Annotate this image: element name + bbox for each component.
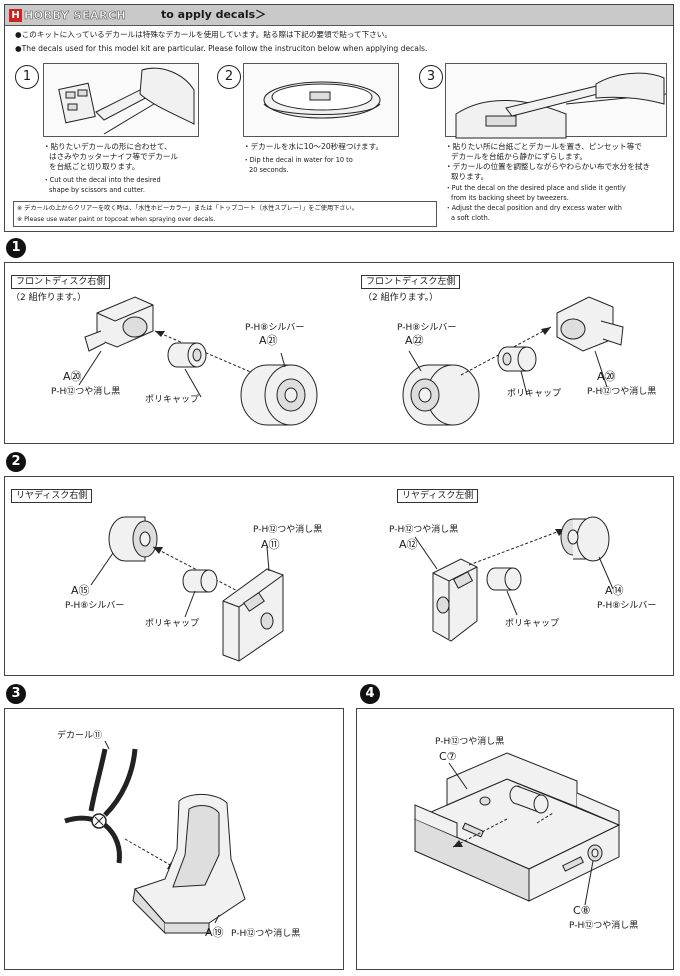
step-1-left-header: フロントディスク右側 xyxy=(11,275,111,290)
decal-step-1-jp-3: を台紙ごと切り取ります。 xyxy=(49,162,140,171)
decal-step-2-jp-1: ・デカールを水に10〜20秒程つけます。 xyxy=(243,142,384,151)
decal-step-2-illustration xyxy=(243,63,399,137)
step-1-right-part-a: A㉒ xyxy=(405,334,424,347)
step-1-right-polycap: ポリキャップ xyxy=(507,389,562,399)
step-4-part-bottom: C⑧ xyxy=(573,904,591,917)
step-2-left-header: リヤディスク右側 xyxy=(11,489,93,504)
step-2-right-paint-b: P-H⑧シルバー xyxy=(597,601,657,611)
decal-step-2-en-2: 20 seconds. xyxy=(249,166,289,174)
decal-step-1-number: 1 xyxy=(15,65,39,89)
decal-step-2-en-1: ・Dip the decal in water for 10 to xyxy=(243,156,353,164)
decal-intro-jp: ●このキットに入っているデカールは特殊なデカールを使用しています。貼る際は下記の… xyxy=(15,30,392,39)
decal-step-3-en-1: ・Put the decal on the desired place and … xyxy=(445,184,626,192)
seat-mount-frame-diagram xyxy=(413,752,621,906)
decal-step-3-en-2: from its backing sheet by tweezers. xyxy=(451,194,569,202)
step-4-part-top: C⑦ xyxy=(439,750,457,763)
logo-text: HOBBY SEARCH xyxy=(24,8,127,22)
step-1-left-polycap: ポリキャップ xyxy=(145,395,200,405)
applying-decal-illustration xyxy=(455,72,667,139)
decal-step-3-illustration xyxy=(445,63,667,139)
step-3-paint: P-H⑫つや消し黒 xyxy=(231,929,301,939)
seat-diagram xyxy=(64,740,246,935)
decal-note-jp: ※ デカールの上からクリアーを吹く時は、「水性ホビーカラー」または「トップコート… xyxy=(17,205,358,212)
step-1-left-part-a: A⑳ xyxy=(63,370,82,383)
step-4-panel: P-H⑫つや消し黒 C⑦ C⑧ P-H⑫つや消し黒 xyxy=(356,708,674,970)
rear-disc-left-diagram xyxy=(414,516,614,642)
decal-step-3-number: 3 xyxy=(419,65,443,89)
front-disc-left-diagram xyxy=(402,296,624,426)
decal-step-1-en-2: shape by scissors and cutter. xyxy=(49,186,145,194)
decal-step-3-jp-4: 取ります。 xyxy=(451,172,489,181)
step-2-left-part-a: A⑪ xyxy=(261,538,280,551)
logo-mark-icon: H xyxy=(9,8,22,22)
water-dish-illustration xyxy=(263,81,381,119)
step-1-number: 1 xyxy=(6,238,26,258)
front-disc-right-diagram xyxy=(78,296,318,426)
step-1-left-paint-b: P-H⑧シルバー xyxy=(245,323,305,333)
logo: H HOBBY SEARCH xyxy=(9,8,126,22)
decal-title: to apply decals＞ xyxy=(161,8,267,21)
step-3-number: 3 xyxy=(6,684,26,704)
step-2-number: 2 xyxy=(6,452,26,472)
decal-intro-en: ●The decals used for this model kit are … xyxy=(15,44,428,53)
step-2-left-paint-b: P-H⑧シルバー xyxy=(65,601,125,611)
step-1-right-paint-a: P-H⑧シルバー xyxy=(397,323,457,333)
decal-step-3-jp-3: ・デカールの位置を調整しながらやわらかい布で水分を拭き xyxy=(445,162,651,171)
cutting-decal-illustration xyxy=(58,67,195,135)
step-2-right-part-b: A⑭ xyxy=(605,584,624,597)
step-4-number: 4 xyxy=(360,684,380,704)
decal-step-3-jp-1: ・貼りたい所に台紙ごとデカールを置き、ピンセット等で xyxy=(445,142,642,151)
step-2-left-paint-a: P-H⑫つや消し黒 xyxy=(253,525,323,535)
step-3-panel: デカール⑪ A⑲ P-H⑫つや消し黒 xyxy=(4,708,344,970)
step-2-right-part-a: A⑫ xyxy=(399,538,418,551)
step-2-left-part-b: A⑮ xyxy=(71,584,90,597)
decal-section: H HOBBY SEARCH to apply decals＞ ●このキットに入… xyxy=(4,4,674,232)
decal-step-3-jp-2: デカールを台紙から静かにずらします。 xyxy=(451,152,588,161)
decal-header-bar xyxy=(5,5,673,26)
rear-disc-right-diagram xyxy=(90,516,284,662)
decal-step-3-en-3: ・Adjust the decal position and dry exces… xyxy=(445,204,622,212)
step-2-right-paint-a: P-H⑫つや消し黒 xyxy=(389,525,459,535)
step-3-part: A⑲ xyxy=(205,926,224,939)
step-2-right-polycap: ポリキャップ xyxy=(505,619,560,629)
decal-step-1-illustration xyxy=(43,63,199,137)
decal-step-1-jp-1: ・貼りたいデカールの形に合わせて、 xyxy=(43,142,172,151)
step-1-right-part-b: A⑳ xyxy=(597,370,616,383)
step-1-right-header: フロントディスク左側 xyxy=(361,275,461,290)
step-2-right-header: リヤディスク左側 xyxy=(397,489,479,504)
decal-step-2-number: 2 xyxy=(217,65,241,89)
decal-step-1-jp-2: はさみやカッターナイフ等でデカール xyxy=(49,152,179,161)
step-1-left-note: （2 組作ります。） xyxy=(11,293,87,303)
decal-step-3-en-4: a soft cloth. xyxy=(451,214,490,222)
step-1-panel: フロントディスク右側 （2 組作ります。） P-H⑧シルバー A㉑ A⑳ P-H… xyxy=(4,262,674,444)
step-1-right-note: （2 組作ります。） xyxy=(363,293,439,303)
step-1-left-paint-a: P-H⑫つや消し黒 xyxy=(51,387,121,397)
decal-note-box: ※ デカールの上からクリアーを吹く時は、「水性ホビーカラー」または「トップコート… xyxy=(13,201,437,227)
step-4-paint-top: P-H⑫つや消し黒 xyxy=(435,737,505,747)
step-1-left-part-b: A㉑ xyxy=(259,334,278,347)
step-2-left-polycap: ポリキャップ xyxy=(145,619,200,629)
step-1-right-paint-b: P-H⑫つや消し黒 xyxy=(587,387,657,397)
step-2-panel: リヤディスク右側 P-H⑫つや消し黒 A⑪ A⑮ P-H⑧シルバー ポリキャップ… xyxy=(4,476,674,676)
step-3-decal-label: デカール⑪ xyxy=(57,731,103,741)
decal-step-1-en-1: ・Cut out the decal into the desired xyxy=(43,176,161,184)
step-4-paint-bottom: P-H⑫つや消し黒 xyxy=(569,921,639,931)
decal-note-en: ※ Please use water paint or topcoat when… xyxy=(17,216,216,223)
